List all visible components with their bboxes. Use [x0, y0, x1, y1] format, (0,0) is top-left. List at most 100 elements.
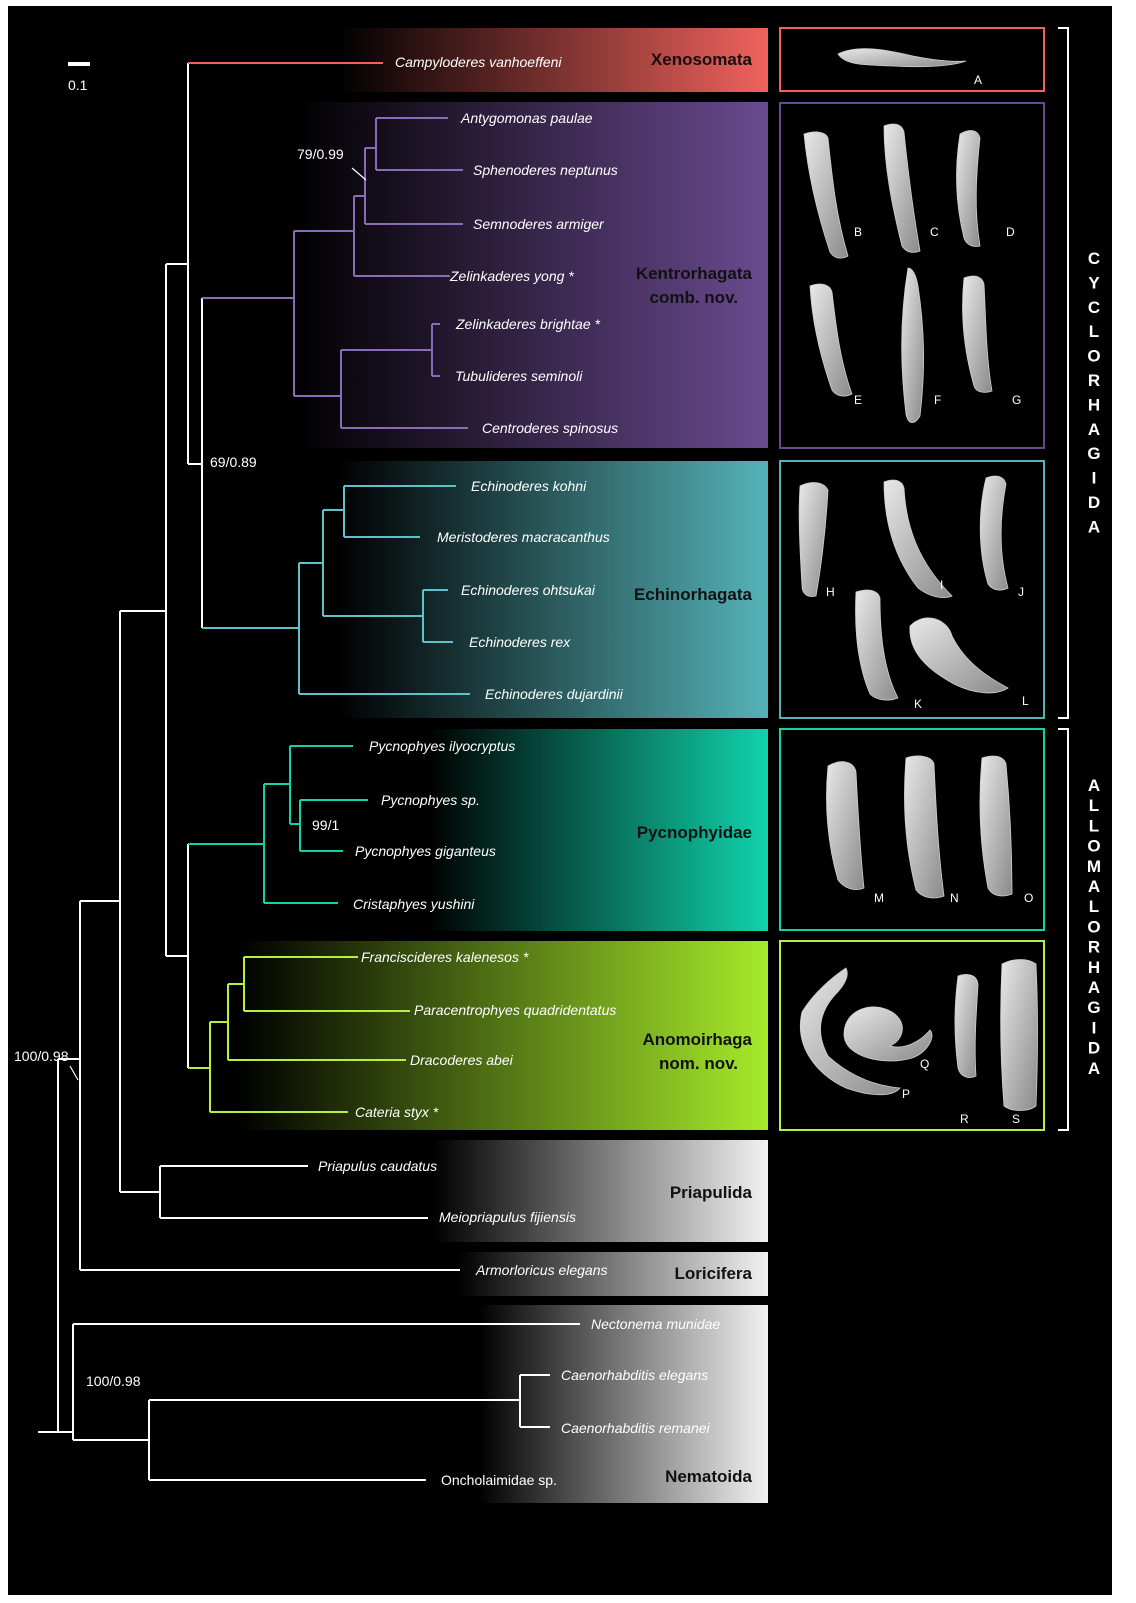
order-letter: A — [1088, 776, 1100, 795]
support-value: 100/0.98 — [86, 1373, 141, 1389]
clade-label-xenosomata: Xenosomata — [651, 50, 753, 69]
clade-label-nematoida: Nematoida — [665, 1467, 752, 1486]
taxon-label: Franciscideres kalenesos * — [361, 949, 529, 965]
panel-letter: J — [1018, 585, 1024, 599]
order-letter: H — [1088, 958, 1100, 977]
taxon-label: Priapulus caudatus — [318, 1158, 437, 1174]
taxon-label: Echinoderes ohtsukai — [461, 582, 596, 598]
panel-letter: O — [1024, 891, 1033, 905]
panel-letter: L — [1022, 694, 1029, 708]
order-letter: A — [1088, 877, 1100, 896]
panel-letter: C — [930, 225, 939, 239]
order-letter: L — [1089, 816, 1099, 835]
taxon-label: Semnoderes armiger — [473, 216, 605, 232]
panel-letter: F — [934, 393, 941, 407]
specimen-e — [810, 284, 852, 396]
specimen-g — [962, 276, 992, 392]
taxon-label: Caenorhabditis elegans — [561, 1367, 708, 1383]
taxon-label: Dracoderes abei — [410, 1052, 514, 1068]
taxon-label: Nectonema munidae — [591, 1316, 720, 1332]
panel-letter: I — [940, 578, 943, 592]
clade-label-echinorhagata: Echinorhagata — [634, 585, 753, 604]
order-letter: A — [1088, 978, 1100, 997]
taxon-label: Antygomonas paulae — [460, 110, 593, 126]
order-letter: L — [1089, 796, 1099, 815]
panel-letter: P — [902, 1087, 910, 1101]
clade-label-kentrorhagata-sub: comb. nov. — [650, 288, 738, 307]
clade-label-loricifera: Loricifera — [675, 1264, 753, 1283]
clade-label-kentrorhagata: Kentrorhagata — [636, 264, 753, 283]
panel-letter: K — [914, 697, 922, 711]
taxon-label: Zelinkaderes brightae * — [455, 316, 601, 332]
taxon-label: Caenorhabditis remanei — [561, 1420, 711, 1436]
support-leader-100 — [70, 1066, 78, 1080]
clade-label-pycnophyidae: Pycnophyidae — [637, 823, 752, 842]
specimen-j — [980, 476, 1008, 590]
order-letter: I — [1092, 1018, 1097, 1037]
order-letter: M — [1087, 857, 1101, 876]
support-value: 100/0.98 — [14, 1048, 69, 1064]
panel-letter: H — [826, 585, 835, 599]
order-letter: I — [1092, 469, 1097, 488]
taxon-label: Campyloderes vanhoeffeni — [395, 54, 562, 70]
allomalorhagida-bracket — [1058, 729, 1068, 1130]
taxon-label: Oncholaimidae sp. — [441, 1472, 557, 1488]
order-letter: L — [1089, 897, 1099, 916]
order-letter: Y — [1088, 273, 1100, 292]
taxon-label: Centroderes spinosus — [482, 420, 618, 436]
specimen-c — [884, 124, 920, 252]
taxon-label: Pycnophyes ilyocryptus — [369, 738, 515, 754]
cyclorhagida-bracket — [1058, 28, 1068, 718]
taxon-label: Cristaphyes yushini — [353, 896, 475, 912]
panel-letter: Q — [920, 1057, 929, 1071]
specimen-b — [804, 132, 848, 258]
specimen-q — [844, 1007, 932, 1061]
panel-letter: M — [874, 891, 884, 905]
specimen-l — [910, 618, 1008, 693]
order-letter: D — [1088, 493, 1100, 512]
order-letter: R — [1088, 938, 1100, 957]
taxon-label: Sphenoderes neptunus — [473, 162, 618, 178]
specimen-f — [902, 268, 924, 423]
order-letter: A — [1088, 517, 1100, 536]
specimen-s — [1001, 960, 1038, 1111]
order-brackets — [1058, 28, 1068, 1130]
panel-letter: B — [854, 225, 862, 239]
taxon-label: Echinoderes rex — [469, 634, 571, 650]
order-letter: C — [1088, 249, 1100, 268]
taxon-label: Echinoderes kohni — [471, 478, 587, 494]
specimen-m — [826, 762, 864, 890]
support-value: 99/1 — [312, 817, 339, 833]
taxon-label: Armorloricus elegans — [475, 1262, 608, 1278]
order-letter: R — [1088, 371, 1100, 390]
scale-bar: 0.1 — [68, 64, 90, 93]
order-letter: A — [1088, 420, 1100, 439]
specimen-a — [838, 49, 966, 67]
taxon-label: Paracentrophyes quadridentatus — [414, 1002, 616, 1018]
panel-letter: G — [1012, 393, 1021, 407]
specimen-k — [856, 590, 898, 700]
phylogeny-figure: 0.1 — [8, 6, 1112, 1595]
taxon-label: Tubulideres seminoli — [455, 368, 583, 384]
specimen-r — [955, 974, 978, 1077]
specimen-o — [980, 756, 1012, 896]
panel-letter: D — [1006, 225, 1015, 239]
order-letter: O — [1087, 917, 1100, 936]
order-letter: O — [1087, 837, 1100, 856]
taxon-label: Cateria styx * — [355, 1104, 439, 1120]
clade-label-anomoirhaga: Anomoirhaga — [642, 1030, 752, 1049]
clade-label-anomoirhaga-sub: nom. nov. — [659, 1054, 738, 1073]
scale-bar-label: 0.1 — [68, 77, 88, 93]
taxon-label: Zelinkaderes yong * — [449, 268, 574, 284]
taxon-label: Pycnophyes giganteus — [355, 843, 496, 859]
order-letter: G — [1087, 998, 1100, 1017]
panel-letter: R — [960, 1112, 969, 1126]
order-letter: D — [1088, 1039, 1100, 1058]
order-letter: O — [1087, 347, 1100, 366]
pycnophyidae-branches — [188, 746, 368, 903]
order-letter: G — [1087, 444, 1100, 463]
taxon-label: Pycnophyes sp. — [381, 792, 480, 808]
order-letter: L — [1089, 322, 1099, 341]
